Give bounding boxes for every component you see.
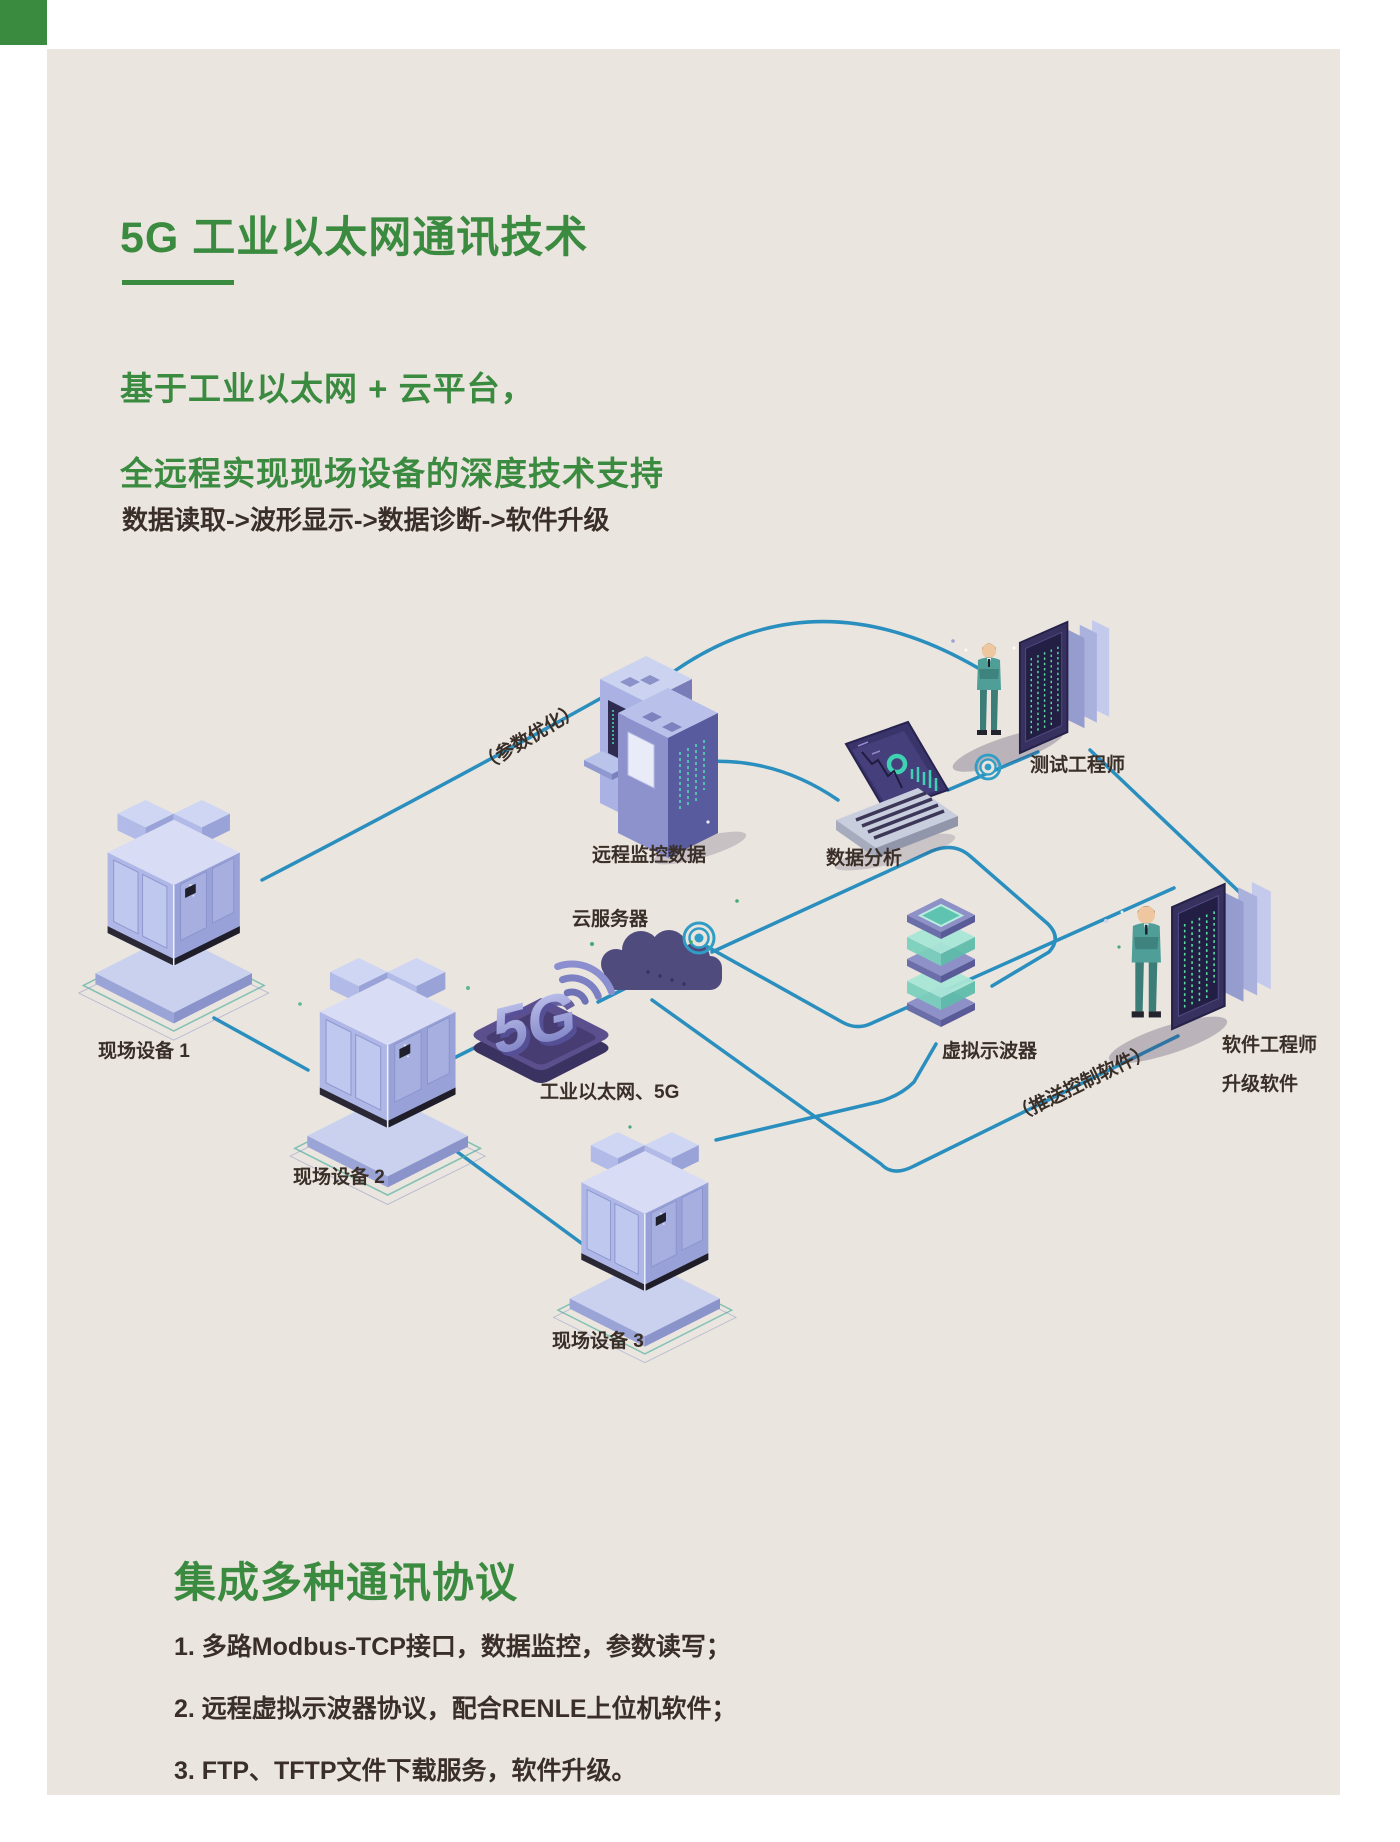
software-engineer-figure — [1130, 904, 1163, 1019]
protocol-item-1: 1. 多路Modbus-TCP接口，数据监控，参数读写； — [174, 1633, 731, 1661]
label-software-engineer-line2: 升级软件 — [1222, 1074, 1299, 1095]
page-background — [47, 49, 1340, 1795]
protocol-item-2: 2. 远程虚拟示波器协议，配合RENLE上位机软件； — [174, 1695, 737, 1723]
test-engineer-illustration — [952, 619, 1111, 772]
page-title: 5G 工业以太网通讯技术 — [120, 214, 589, 262]
label-test-engineer: 测试工程师 — [1030, 755, 1126, 776]
edge-device2-to-device3 — [450, 1146, 590, 1250]
field-device-1-illustration — [77, 799, 270, 1041]
label-field-device-1: 现场设备 1 — [98, 1041, 190, 1062]
subtitle-line-2: 全远程实现现场设备的深度技术支持 — [120, 455, 664, 492]
remote-monitoring-servers-illustration — [584, 656, 747, 865]
test-server-rack — [1018, 619, 1111, 754]
virtual-oscilloscope-illustration — [907, 898, 975, 1027]
label-industrial-ethernet-5g: 工业以太网、5G — [540, 1082, 680, 1103]
edge-device3-to-network — [714, 1042, 938, 1142]
decorative-speckles — [298, 639, 1124, 1129]
label-cloud-server: 云服务器 — [572, 909, 649, 930]
software-engineer-illustration — [1108, 880, 1272, 1064]
edge-device1-to-monitoring — [260, 690, 614, 882]
signal-ripple-icon-cloud — [682, 921, 716, 955]
process-flow-text: 数据读取->波形显示->数据诊断->软件升级 — [122, 505, 610, 535]
label-field-device-3: 现场设备 3 — [552, 1331, 644, 1352]
title-underline — [122, 280, 234, 285]
edge-cloud-over-oscilloscope — [710, 845, 1057, 988]
brand-corner-square — [0, 0, 47, 45]
edge-device1-to-device2 — [212, 1016, 310, 1072]
label-field-device-2: 现场设备 2 — [293, 1167, 385, 1188]
edge-monitoring-to-test-engineer — [650, 619, 980, 690]
edge-software-rack-to-cloud — [650, 998, 1180, 1173]
protocols-heading: 集成多种通讯协议 — [174, 1559, 519, 1606]
industrial-ethernet-5g-illustration: 5G 5G — [473, 960, 615, 1083]
label-virtual-oscilloscope: 虚拟示波器 — [942, 1041, 1038, 1062]
protocol-item-3: 3. FTP、TFTP文件下载服务，软件升级。 — [174, 1757, 637, 1785]
subtitle-line-1: 基于工业以太网 + 云平台， — [120, 370, 535, 407]
data-analysis-laptop-illustration — [834, 720, 958, 871]
label-software-engineer-line1: 软件工程师 — [1222, 1035, 1318, 1056]
label-software-engineer: 软件工程师 升级软件 — [1222, 1026, 1317, 1104]
signal-ripple-icon-laptop — [974, 753, 1002, 781]
software-server-rack — [1171, 880, 1272, 1031]
label-data-analysis: 数据分析 — [826, 848, 903, 869]
edge-cloud-under-oscilloscope — [704, 886, 1176, 1029]
label-remote-monitoring-data: 远程监控数据 — [592, 845, 707, 866]
cloud-server-illustration — [601, 930, 722, 990]
edge-monitoring-to-laptop — [698, 759, 840, 802]
test-engineer-figure — [976, 642, 1002, 736]
